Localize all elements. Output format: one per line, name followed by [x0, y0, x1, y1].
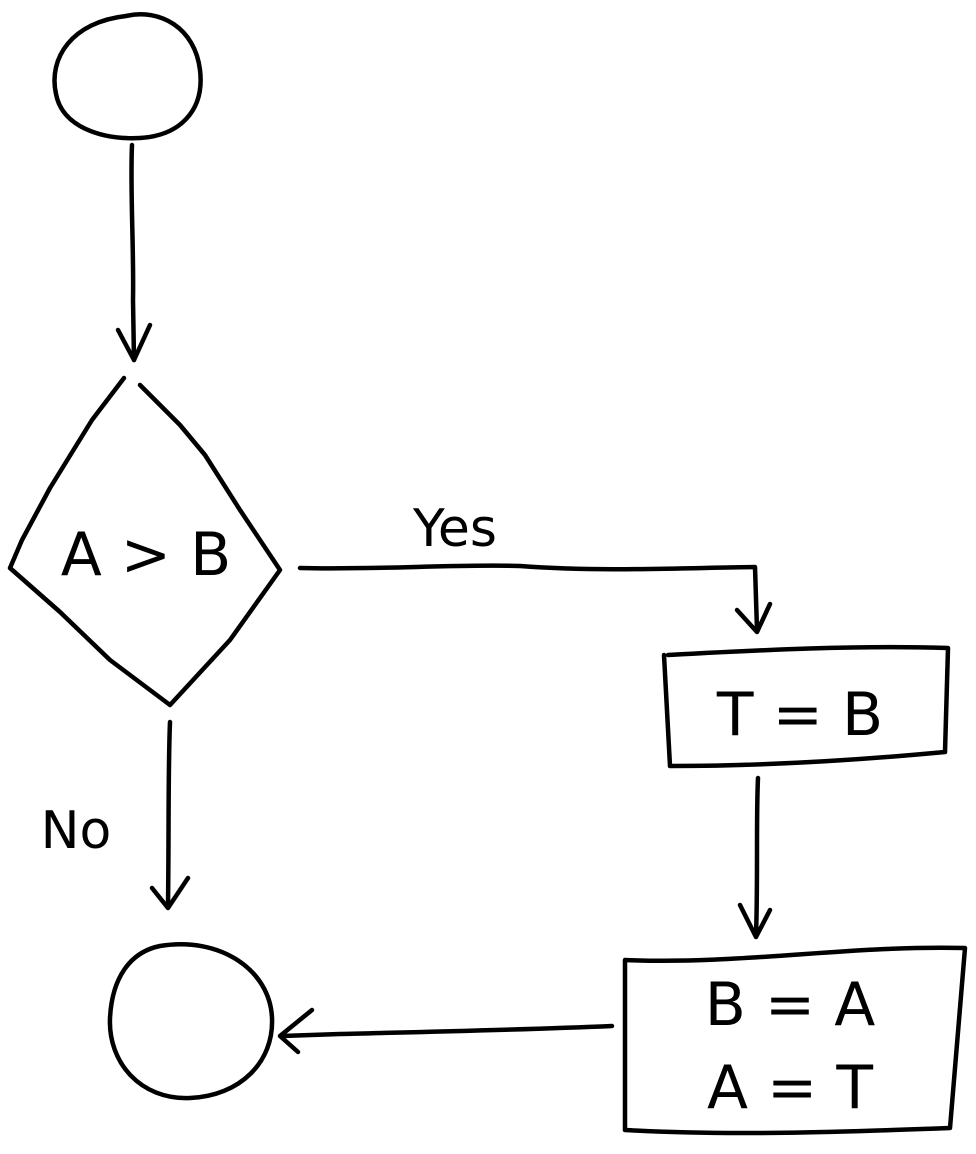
edge-decision-yes-line: [297, 563, 760, 633]
process2-node-line1: B = A: [705, 970, 876, 1040]
edge-process1-to-process2: [737, 775, 773, 940]
decision-node-label: A > B: [61, 520, 232, 590]
decision-node-shape: [7, 375, 283, 708]
decision-node: A > B: [7, 375, 283, 708]
process1-node-label: T = B: [716, 680, 883, 750]
edge-process1-to-process2-line: [753, 775, 761, 938]
edge-start-to-decision-line: [129, 142, 137, 363]
edge-decision-yes-arrowhead: [734, 601, 773, 635]
edge-decision-yes-label: Yes: [412, 499, 497, 559]
process2-node: B = A A = T: [622, 945, 968, 1136]
end-node: [107, 942, 275, 1101]
edge-process1-to-process2-arrowhead: [737, 902, 773, 940]
edge-decision-no-label: No: [41, 801, 112, 861]
edge-process2-to-end-arrowhead: [277, 1007, 315, 1055]
process2-node-shape: [622, 945, 968, 1136]
edge-process2-to-end: [277, 1007, 615, 1055]
edge-decision-no-line: [165, 719, 173, 908]
edge-decision-yes: Yes: [297, 499, 773, 635]
edge-decision-no: No: [41, 719, 191, 911]
edge-start-to-decision: [115, 142, 153, 363]
edge-start-to-decision-arrowhead: [115, 322, 153, 363]
process1-node-shape: [661, 644, 951, 769]
process1-node: T = B: [661, 644, 951, 769]
process2-node-line2: A = T: [707, 1053, 873, 1123]
edge-process2-to-end-line: [279, 1023, 615, 1039]
edge-decision-no-arrowhead: [149, 875, 191, 911]
start-node: [52, 12, 203, 141]
